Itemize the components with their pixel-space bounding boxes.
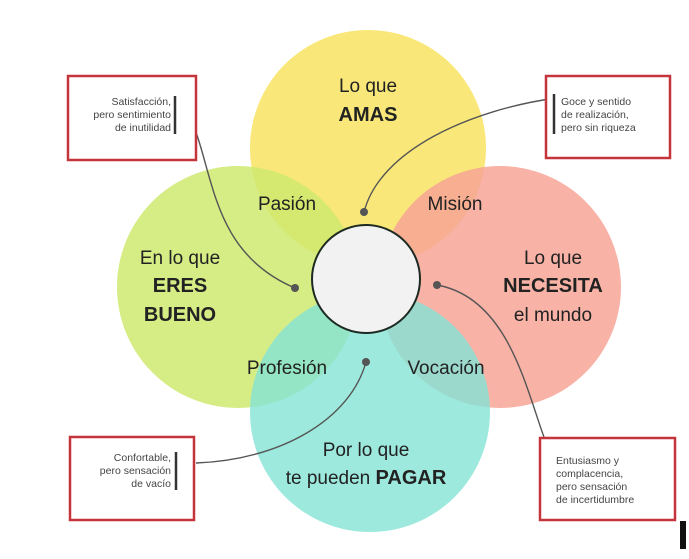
- pagar-line2: te pueden PAGAR: [286, 467, 447, 489]
- dot-pasion-bueno: [291, 284, 299, 292]
- circle-pagar: [250, 292, 490, 532]
- note-bottom-right-line: de incertidumbre: [556, 494, 634, 506]
- note-top-right-line: Goce y sentido: [561, 96, 631, 108]
- necesita-line2: NECESITA: [503, 275, 603, 297]
- note-top-left: Satisfacción, pero sentimiento de inutil…: [66, 74, 198, 162]
- note-top-left-line: de inutilidad: [115, 122, 171, 134]
- pagar-line2b: PAGAR: [376, 467, 447, 489]
- bueno-line2: ERES: [153, 275, 207, 297]
- note-bottom-right-line: complacencia,: [556, 468, 623, 480]
- connector-bottom-left: [195, 361, 367, 464]
- note-top-left-line: pero sentimiento: [93, 109, 171, 121]
- note-top-right-line: de realización,: [561, 109, 629, 121]
- pagar-line2a: te pueden: [286, 468, 376, 489]
- overlap-pasion: Pasión: [258, 194, 316, 215]
- necesita-line3: el mundo: [514, 305, 592, 326]
- necesita-line1: Lo que: [524, 248, 582, 269]
- overlap-mision: Misión: [428, 194, 483, 215]
- bueno-line3: BUENO: [144, 304, 216, 326]
- dot-mision: [360, 208, 368, 216]
- corner-marker: [680, 521, 686, 549]
- note-bottom-right-line: pero sensación: [556, 481, 627, 493]
- bueno-line1: En lo que: [140, 248, 220, 269]
- note-top-right-line: pero sin riqueza: [561, 122, 636, 134]
- note-top-right: Goce y sentido de realización, pero sin …: [544, 74, 672, 160]
- note-bottom-left-line: de vacío: [131, 478, 171, 490]
- pagar-line1: Por lo que: [323, 440, 410, 461]
- overlap-profesion: Profesión: [247, 358, 327, 379]
- overlap-vocacion: Vocación: [407, 358, 484, 379]
- note-bottom-left-line: pero sensación: [100, 465, 171, 477]
- note-bottom-right-line: Entusiasmo y: [556, 455, 620, 467]
- note-bottom-left-line: Confortable,: [114, 452, 171, 464]
- note-top-left-line: Satisfacción,: [111, 96, 171, 108]
- note-bottom-right: Entusiasmo y complacencia, pero sensació…: [538, 436, 677, 522]
- dot-vocacion-necesita: [433, 281, 441, 289]
- amas-line1: Lo que: [339, 76, 397, 97]
- center-circle: [311, 224, 421, 334]
- amas-line2: AMAS: [339, 104, 398, 126]
- dot-profesion-vocacion: [362, 358, 370, 366]
- connector-top-right: [363, 97, 557, 213]
- note-bottom-left: Confortable, pero sensación de vacío: [68, 435, 196, 522]
